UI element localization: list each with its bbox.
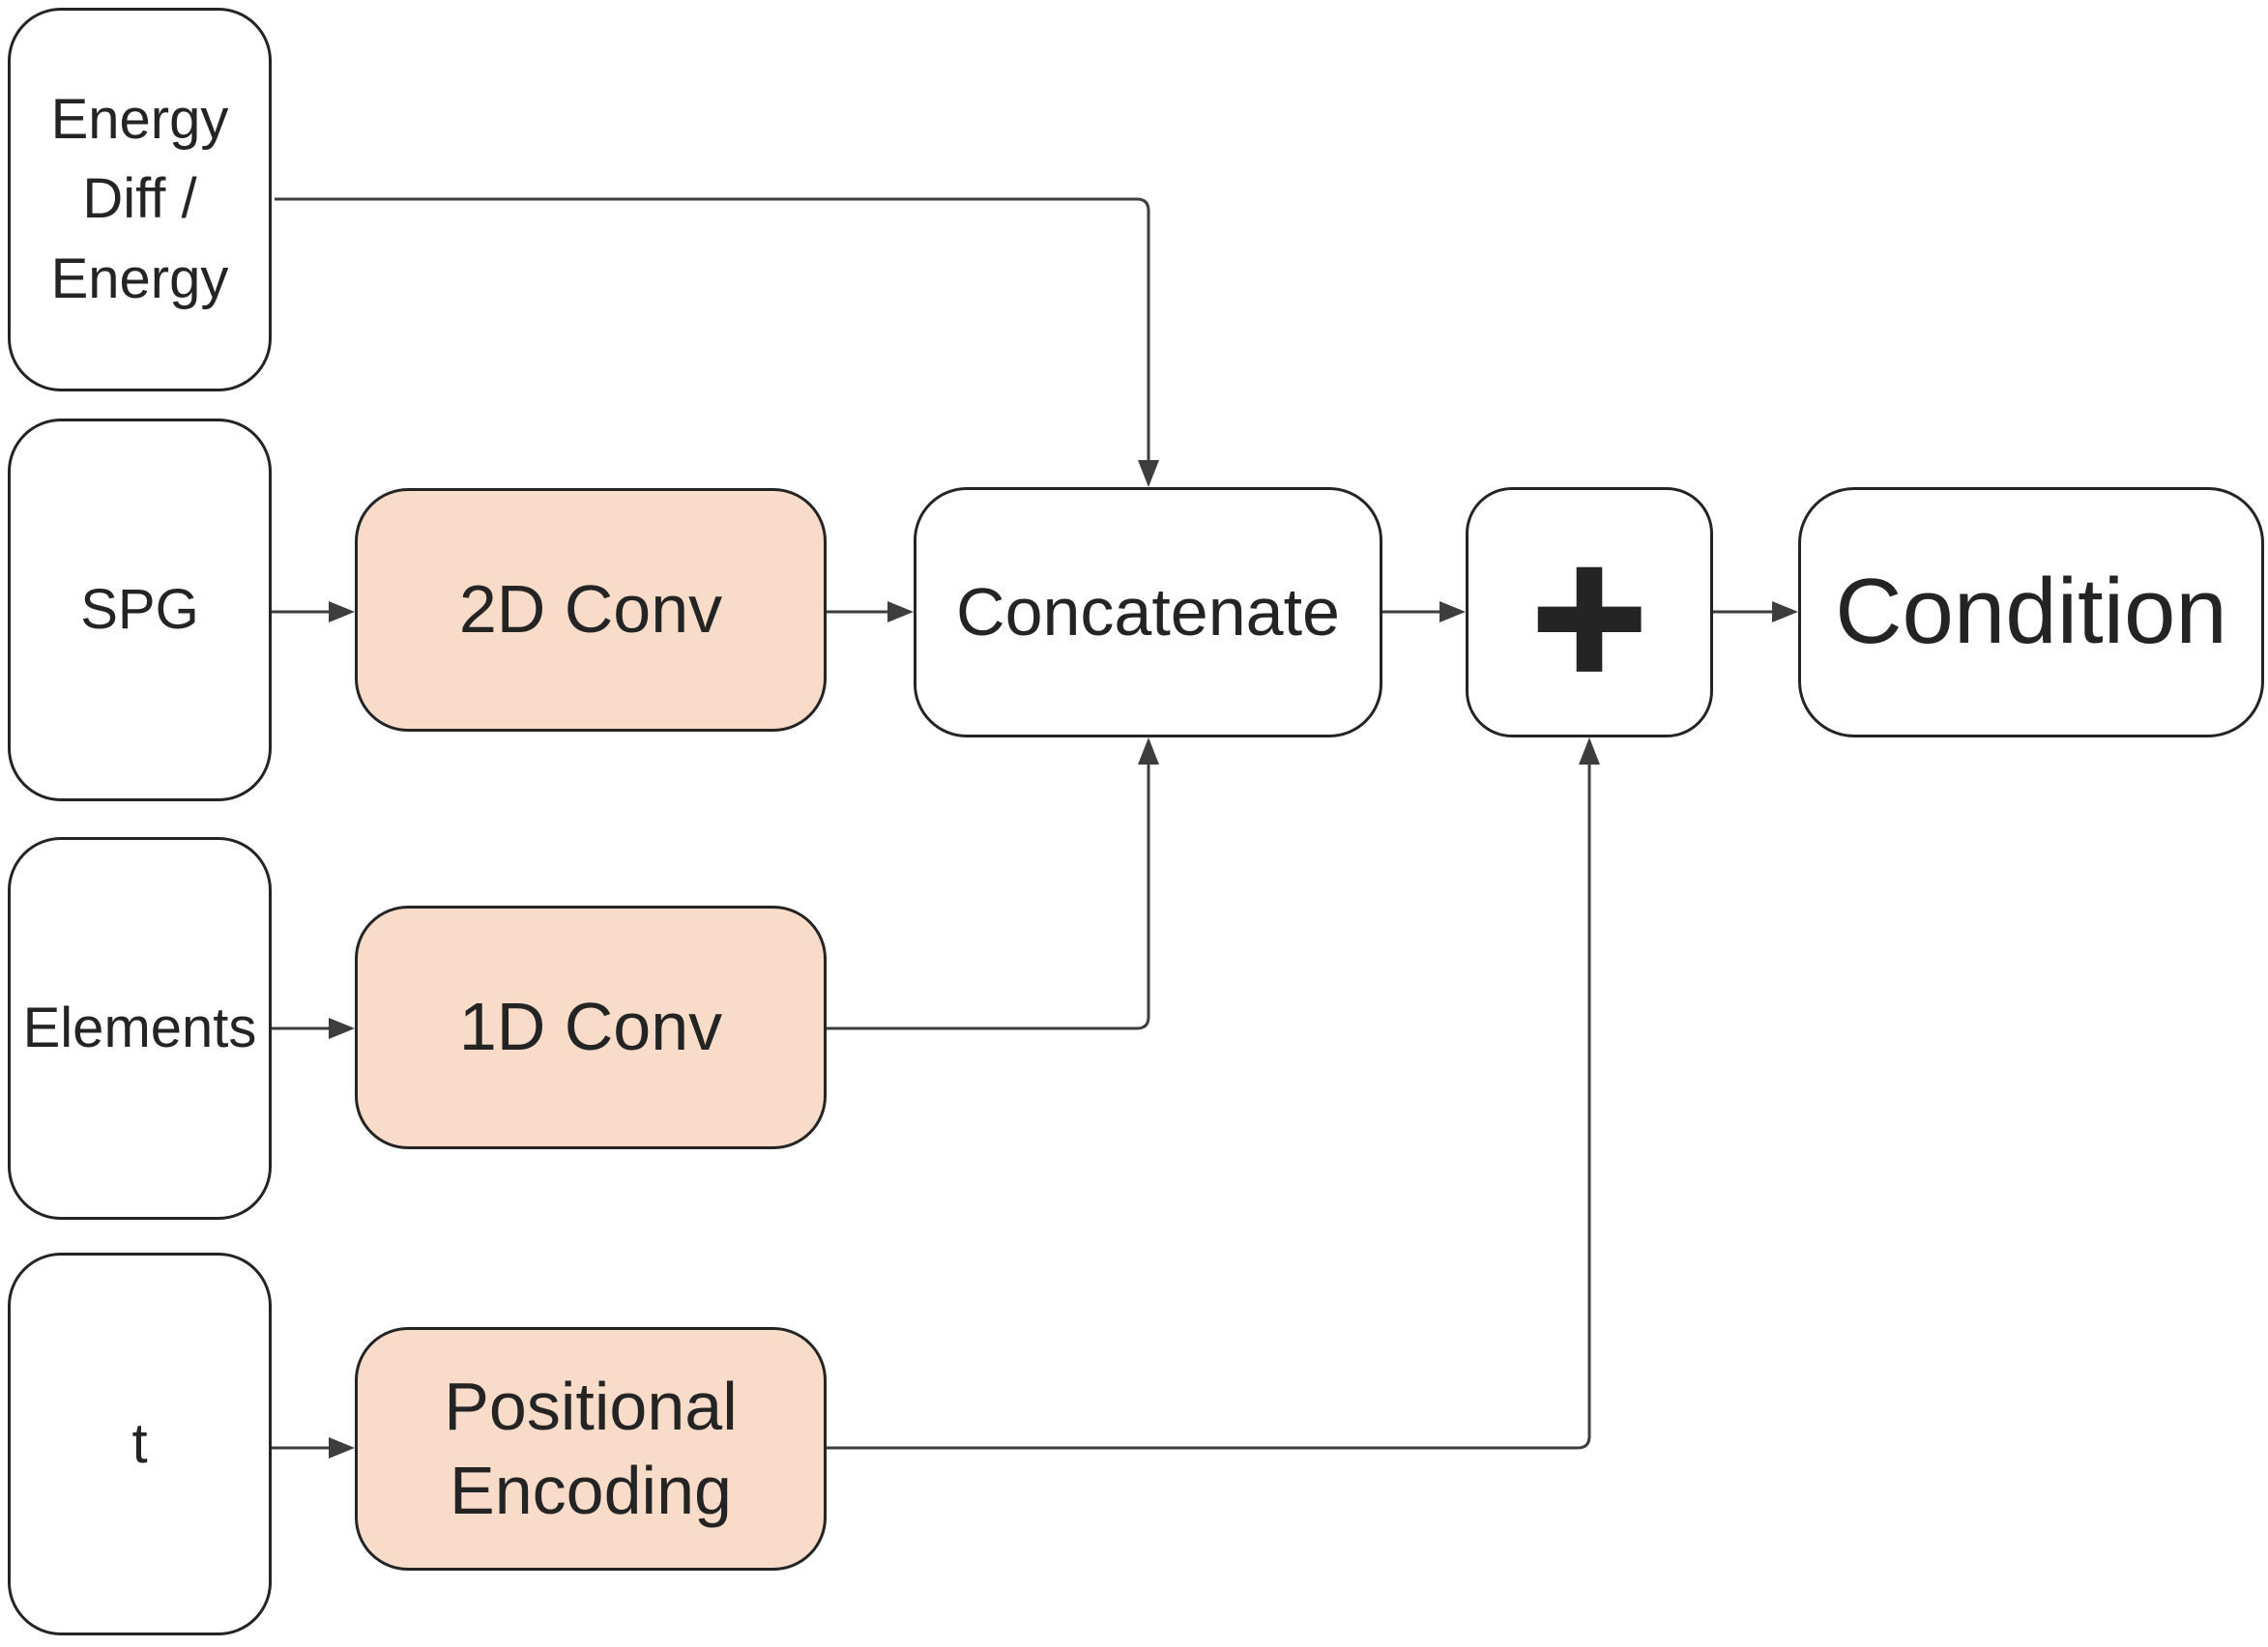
input-spg-label: SPG — [80, 577, 199, 641]
input-t-box: t — [8, 1253, 272, 1635]
input-elements-label: Elements — [22, 996, 257, 1059]
arrowhead-right-posenc — [329, 1437, 355, 1459]
arrowhead-right-concatenate — [887, 601, 914, 622]
process-2d-conv-box: 2D Conv — [355, 488, 827, 732]
arrowhead-right-conv2d — [329, 601, 355, 622]
input-t-label: t — [131, 1411, 148, 1475]
arrowhead-right-plus — [1439, 601, 1466, 622]
process-1d-conv-label: 1D Conv — [458, 989, 723, 1065]
process-positional-encoding-box: Positional Encoding — [355, 1327, 827, 1571]
edge-posenc-to-plus — [827, 764, 1591, 1450]
concatenate-box: Concatenate — [914, 487, 1382, 737]
arrowhead-down-concatenate-top — [1138, 460, 1159, 487]
process-1d-conv-box: 1D Conv — [355, 906, 827, 1149]
arrowhead-right-conv1d — [329, 1018, 355, 1039]
input-spg-box: SPG — [8, 419, 272, 801]
input-energy-line3: Energy — [50, 246, 229, 310]
edge-energy-to-concatenate — [275, 197, 1150, 461]
input-energy-line2: Diff / — [82, 167, 197, 231]
process-posenc-line1: Positional — [444, 1368, 738, 1444]
input-elements-box: Elements — [8, 837, 272, 1220]
arrowhead-right-condition — [1772, 601, 1798, 622]
add-operator-box: + — [1466, 487, 1713, 737]
plus-icon: + — [1529, 506, 1649, 729]
condition-label: Condition — [1835, 560, 2227, 664]
input-energy-diff-box: Energy Diff / Energy — [8, 8, 272, 391]
condition-output-box: Condition — [1798, 487, 2264, 737]
process-2d-conv-label: 2D Conv — [458, 571, 723, 648]
input-energy-line1: Energy — [50, 87, 229, 151]
edge-conv1d-to-concatenate — [827, 764, 1150, 1030]
process-posenc-line2: Encoding — [450, 1453, 732, 1528]
concatenate-label: Concatenate — [956, 573, 1340, 650]
arrowhead-up-plus-bottom — [1579, 737, 1600, 765]
arrowhead-up-concatenate-bottom — [1138, 737, 1159, 765]
